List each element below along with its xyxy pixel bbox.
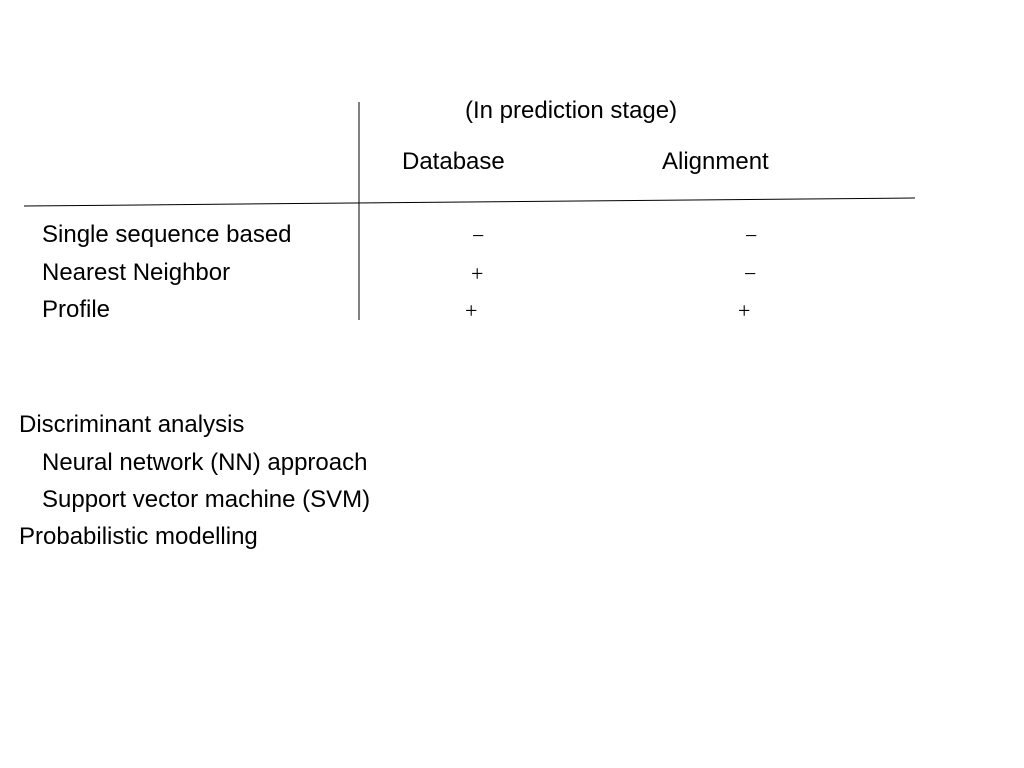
cell-nearest-neighbor-database: + — [471, 261, 484, 286]
list-item-neural-network: Neural network (NN) approach — [42, 449, 368, 476]
cell-profile-database: + — [465, 298, 478, 323]
column-header-database: Database — [402, 148, 505, 175]
cell-profile-alignment: + — [738, 298, 751, 323]
list-item-discriminant-analysis: Discriminant analysis — [19, 411, 245, 438]
row-label-profile: Profile — [42, 296, 111, 323]
cell-single-sequence-database: − — [472, 223, 485, 248]
row-label-single-sequence: Single sequence based — [42, 221, 292, 248]
row-label-nearest-neighbor: Nearest Neighbor — [42, 259, 231, 286]
cell-single-sequence-alignment: − — [745, 223, 758, 248]
cell-nearest-neighbor-alignment: − — [744, 261, 757, 286]
list-item-probabilistic-modelling: Probabilistic modelling — [19, 523, 258, 550]
column-header-alignment: Alignment — [662, 148, 769, 175]
header-prediction-stage: (In prediction stage) — [465, 97, 678, 124]
horizontal-rule — [23, 197, 916, 207]
list-item-support-vector-machine: Support vector machine (SVM) — [42, 486, 371, 513]
